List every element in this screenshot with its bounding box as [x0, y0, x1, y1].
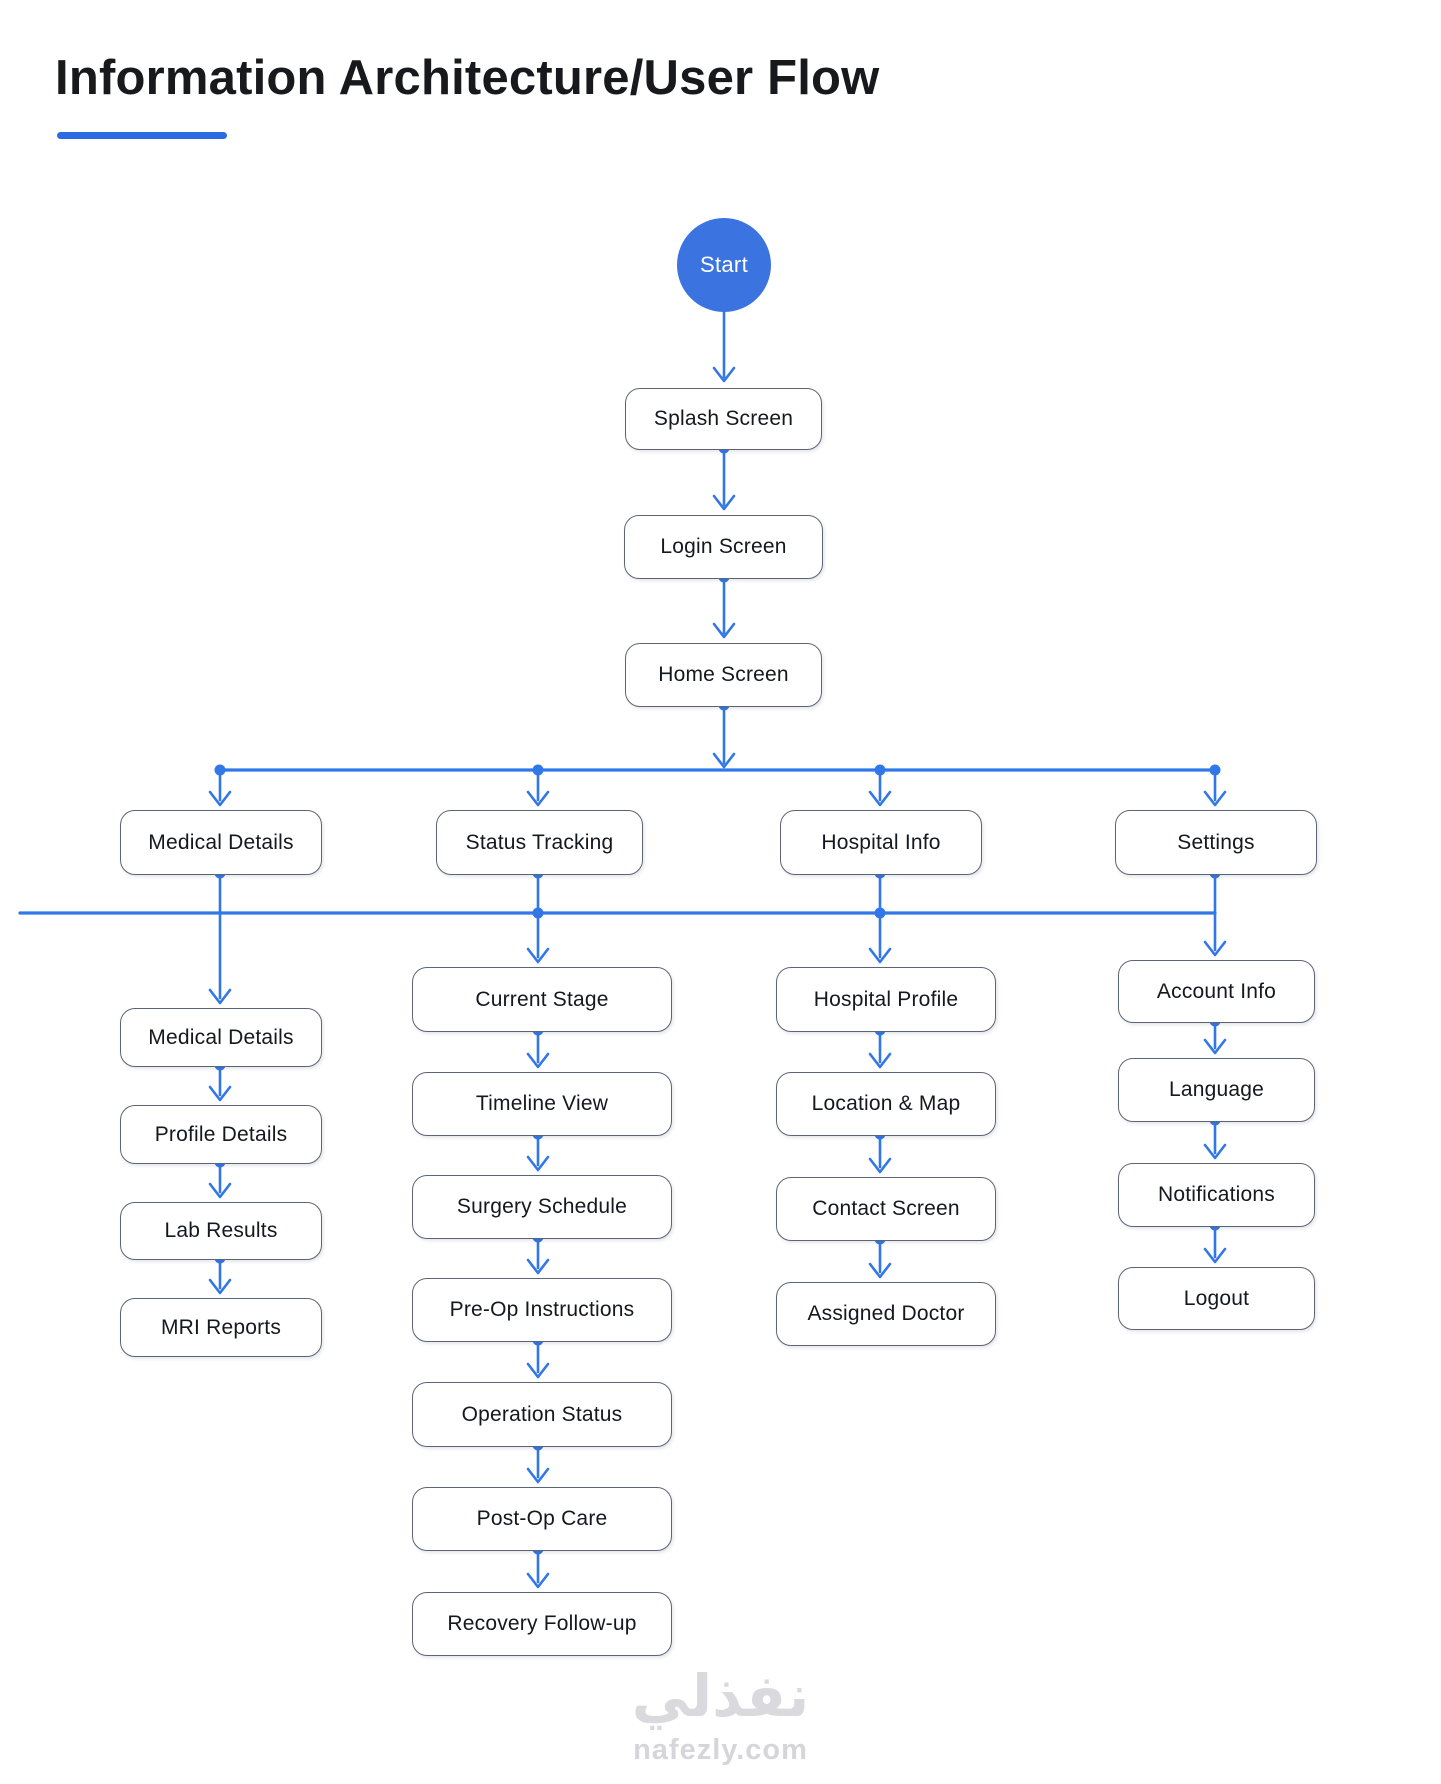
node-lab-results: Lab Results	[120, 1202, 322, 1260]
node-medical-details: Medical Details	[120, 1008, 322, 1067]
node-contact-screen: Contact Screen	[776, 1177, 996, 1241]
node-login-screen: Login Screen	[624, 515, 823, 579]
node-post-op-care: Post-Op Care	[412, 1487, 672, 1551]
node-operation-status: Operation Status	[412, 1382, 672, 1447]
section-line	[18, 907, 1217, 919]
node-start: Start	[677, 218, 771, 312]
branch-line	[208, 764, 1227, 807]
node-hospital-profile: Hospital Profile	[776, 967, 996, 1032]
node-current-stage: Current Stage	[412, 967, 672, 1032]
node-assigned-doctor: Assigned Doctor	[776, 1282, 996, 1346]
nafezly-site-text: nafezly.com	[633, 1734, 808, 1766]
node-splash-screen: Splash Screen	[625, 388, 822, 450]
node-mri-reports: MRI Reports	[120, 1298, 322, 1357]
node-location-map: Location & Map	[776, 1072, 996, 1136]
node-pre-op-instructions: Pre-Op Instructions	[412, 1278, 672, 1342]
node-recovery-follow-up: Recovery Follow-up	[412, 1592, 672, 1656]
node-home-screen: Home Screen	[625, 643, 822, 707]
node-logout: Logout	[1118, 1267, 1315, 1330]
column-drop-connectors	[208, 867, 1227, 1005]
watermark: نفذلي nafezly.com	[0, 1668, 1441, 1765]
node-account-info: Account Info	[1118, 960, 1315, 1023]
node-timeline-view: Timeline View	[412, 1072, 672, 1136]
node-notifications: Notifications	[1118, 1163, 1315, 1227]
node-settings-branch: Settings	[1115, 810, 1317, 875]
page-title: Information Architecture/User Flow	[55, 51, 880, 105]
node-status-tracking-branch: Status Tracking	[436, 810, 643, 875]
title-underline	[57, 132, 227, 139]
node-language: Language	[1118, 1058, 1315, 1122]
node-medical-details-branch: Medical Details	[120, 810, 322, 875]
node-hospital-info-branch: Hospital Info	[780, 810, 982, 875]
node-surgery-schedule: Surgery Schedule	[412, 1175, 672, 1239]
node-profile-details: Profile Details	[120, 1105, 322, 1164]
nafezly-logo: نفذلي	[631, 1664, 810, 1729]
